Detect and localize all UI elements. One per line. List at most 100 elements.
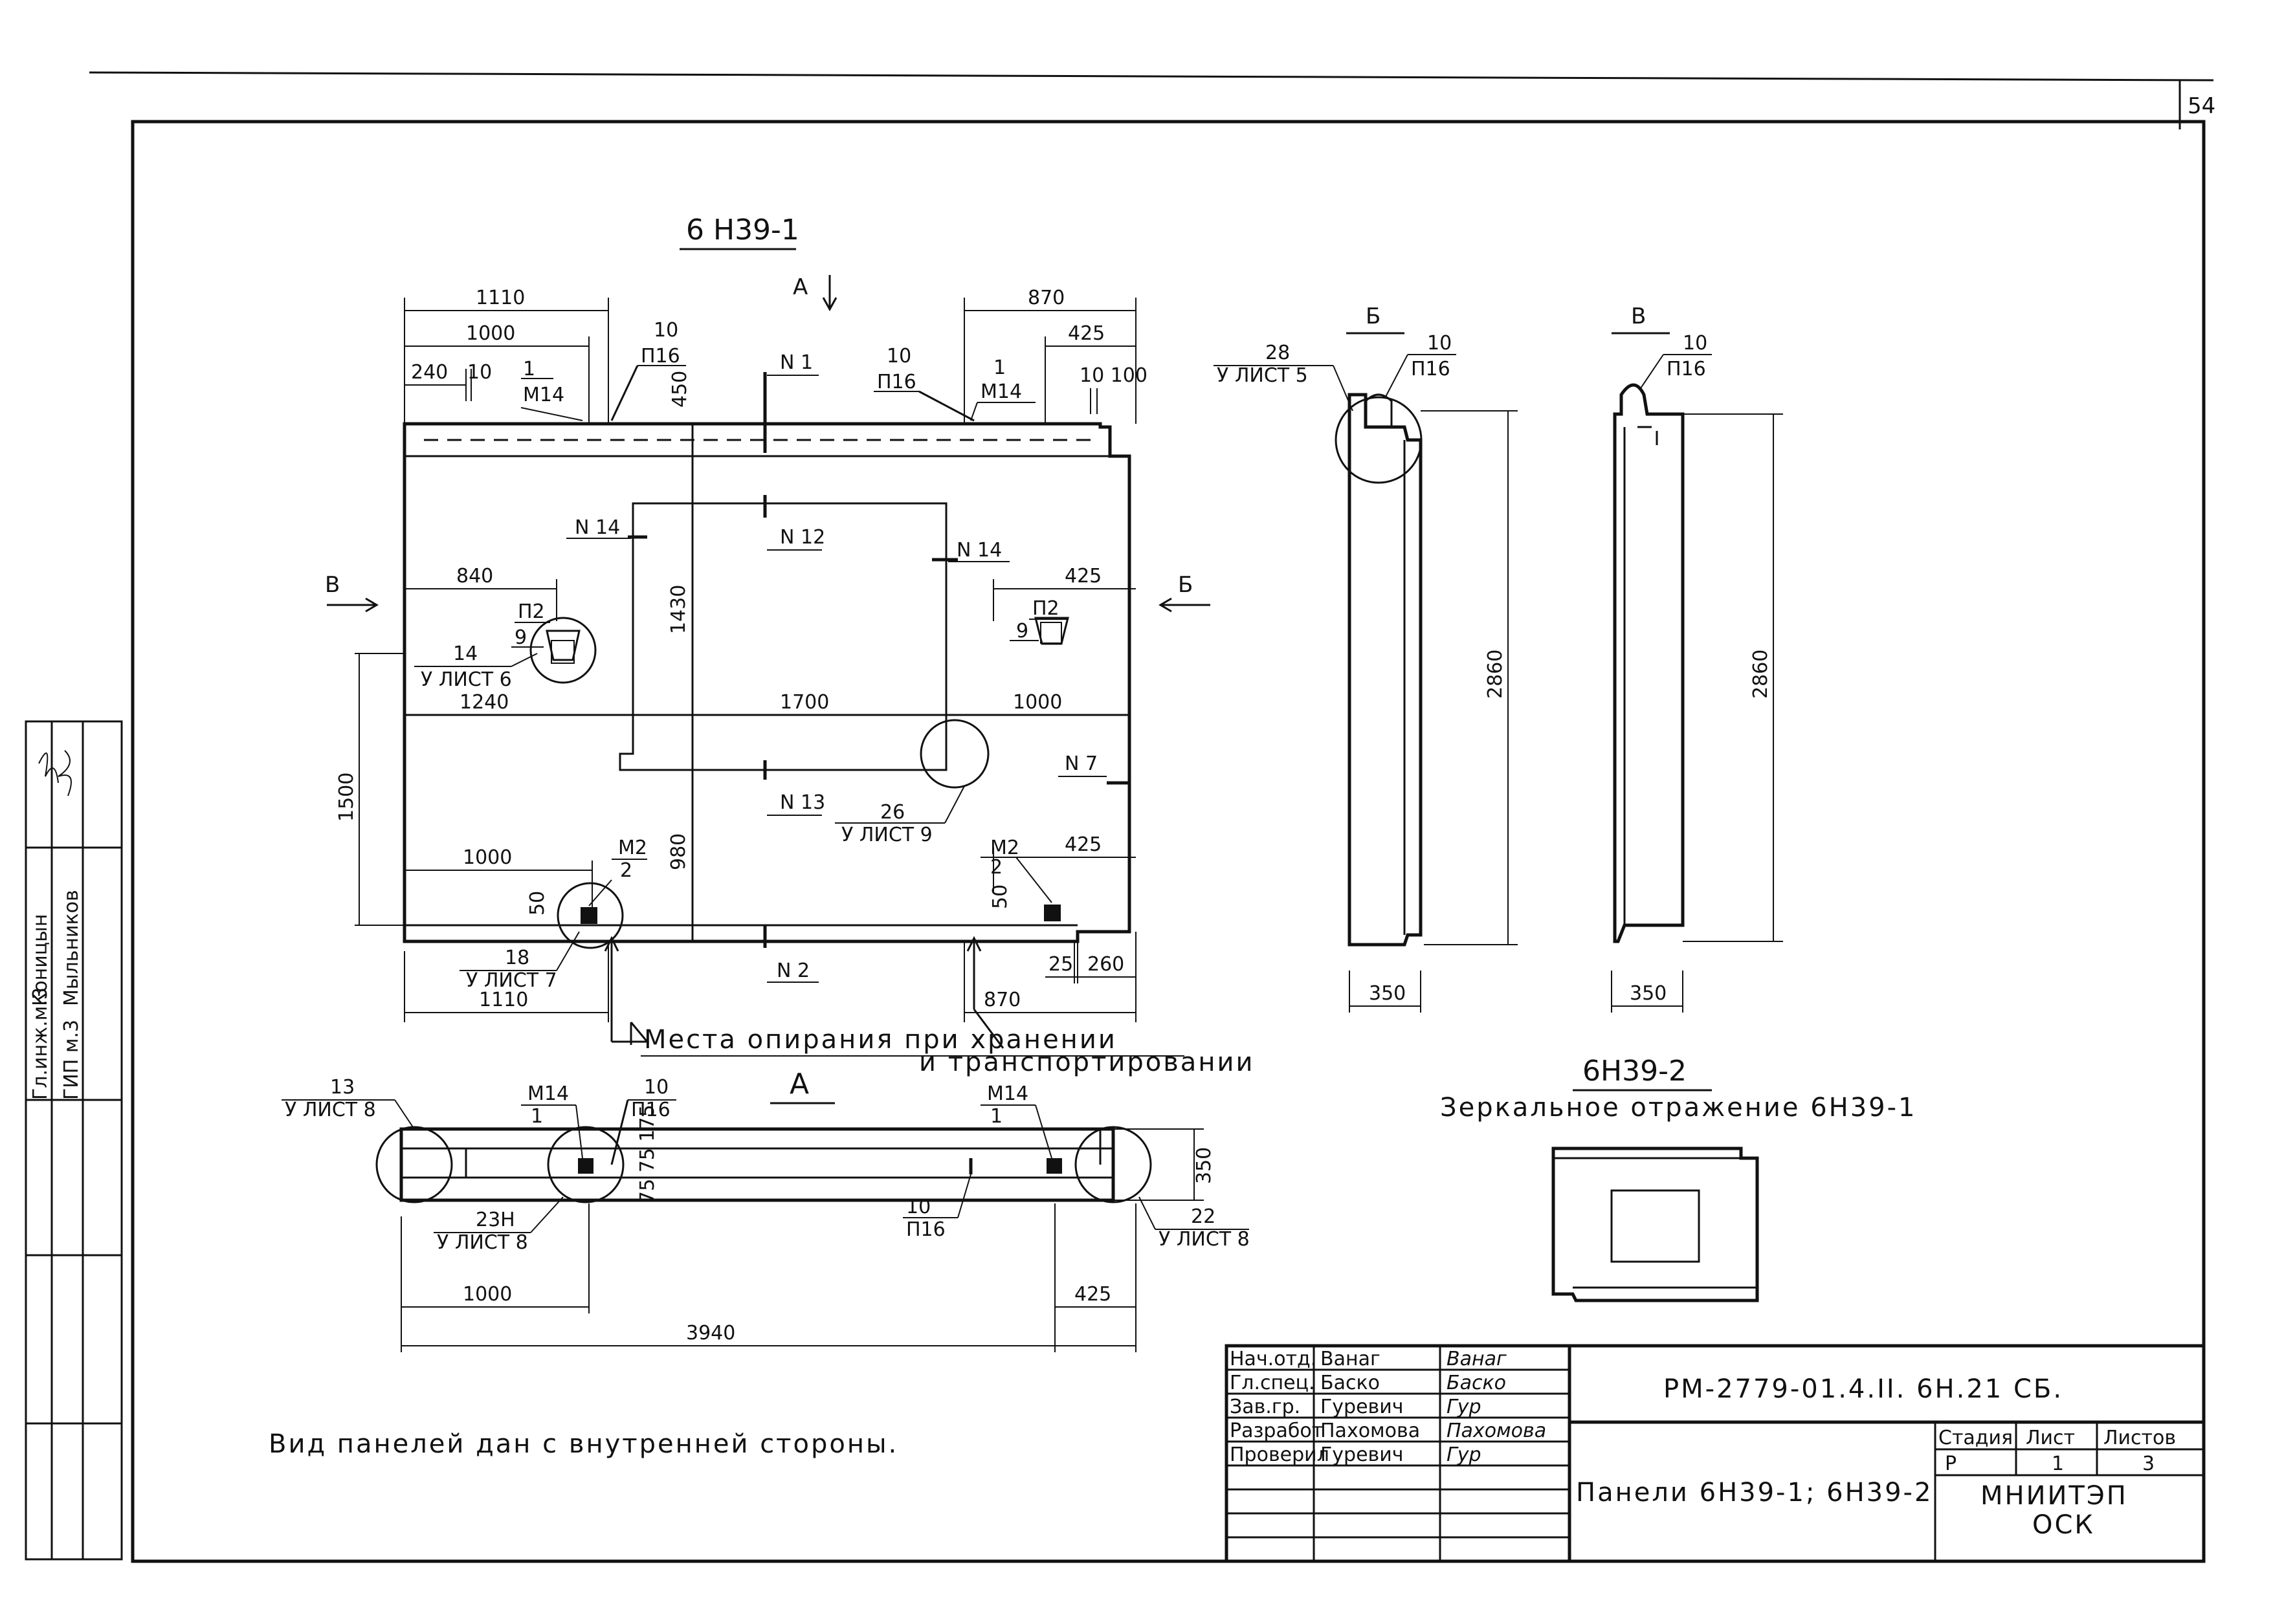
detail-circle-23n: [547, 1126, 625, 1203]
tb-drawing-title: Панели 6Н39-1; 6Н39-2: [1576, 1478, 1933, 1508]
callout-p16-left: П16: [641, 345, 680, 368]
callout-9-left: 9: [515, 626, 527, 649]
dim-1110-bot: 1110: [479, 989, 528, 1011]
view-b-detail-circle: [1335, 396, 1423, 484]
section-a-anchor-right: [1047, 1158, 1062, 1174]
left-stamp: Гл.инж.м.3 Коницын ГИП м.3 Мыльников: [25, 720, 123, 1561]
dim-1000-top: 1000: [466, 322, 515, 345]
view-v-dim-2860: 2860: [1749, 650, 1772, 699]
section-a-10: 10: [644, 1076, 669, 1099]
stamp-name-1: Коницын: [29, 914, 52, 1007]
section-a-sheet8-c: У ЛИСТ 8: [1159, 1228, 1250, 1251]
dim-1110-top: 1110: [476, 287, 525, 309]
mirror-title: 6Н39-2: [1582, 1055, 1687, 1088]
callout-sheet7: У ЛИСТ 7: [466, 969, 557, 992]
section-a-marker: А: [793, 274, 808, 300]
detail-circle-6: [529, 617, 597, 684]
title-block: Нач.отд. Ванаг Ванаг Гл.спец. Баско Баск…: [1225, 1344, 2206, 1563]
callout-m2-right: М2: [990, 837, 1019, 859]
detail-circle-9: [920, 719, 990, 789]
stamp-role-1: Гл.инж.м.3: [29, 987, 52, 1100]
mirror-panel: 6Н39-2 Зеркальное отражение 6Н39-1: [1440, 1055, 1917, 1302]
section-a-1-left: 1: [531, 1105, 543, 1128]
dim-240: 240: [411, 361, 448, 384]
view-b-sheet5: У ЛИСТ 5: [1217, 364, 1308, 387]
anchor-left: [581, 907, 597, 924]
tb-sign-3: Гур: [1447, 1396, 1481, 1418]
main-view: 6 Н39-1 А 1110 1000 240 10 1 М: [325, 214, 1254, 1077]
n13-label: N 13: [780, 791, 825, 814]
n7-label: N 7: [1065, 752, 1098, 775]
callout-1-right: 1: [993, 357, 1006, 379]
tb-stage-label: Стадия: [1938, 1427, 2013, 1449]
page-number: 54: [2188, 93, 2215, 119]
view-b-28: 28: [1265, 342, 1290, 364]
tb-role-2: Гл.спец.: [1230, 1372, 1315, 1394]
dim-425-top: 425: [1068, 322, 1105, 345]
tb-sheet-label: Лист: [2026, 1427, 2075, 1449]
n12-label: N 12: [780, 526, 825, 549]
callout-2-right: 2: [990, 856, 1003, 879]
section-a-title: А: [790, 1068, 809, 1101]
tb-role-1: Нач.отд.: [1230, 1348, 1316, 1370]
callout-10-left: 10: [654, 319, 678, 342]
callout-26: 26: [880, 801, 905, 824]
callout-1-left: 1: [523, 358, 535, 380]
drawing-frame: [131, 120, 2206, 1563]
view-b-dim-350: 350: [1369, 982, 1406, 1005]
section-a-m14-left: М14: [527, 1082, 569, 1105]
view-b-dim-2860: 2860: [1484, 650, 1507, 699]
section-a-p16-bot: П16: [906, 1218, 946, 1241]
dim-870-bot: 870: [984, 989, 1021, 1011]
view-v-outline: [1613, 383, 1685, 943]
callout-p2-right: П2: [1032, 597, 1059, 620]
tb-org-line1: МНИИТЭП: [1980, 1481, 2128, 1511]
view-v-dim-350: 350: [1630, 982, 1667, 1005]
anchor-right: [1044, 905, 1061, 921]
section-a-callout-13: 13: [330, 1076, 355, 1099]
n1-label: N 1: [780, 351, 813, 374]
section-a-1-right: 1: [990, 1105, 1003, 1128]
tb-role-5: Проверил: [1230, 1443, 1329, 1466]
callout-p2-left: П2: [518, 600, 545, 623]
dim-1430: 1430: [667, 585, 690, 634]
tb-name-1: Ванаг: [1320, 1348, 1380, 1370]
callout-p16-right: П16: [877, 371, 916, 393]
tb-name-4: Пахомова: [1320, 1420, 1420, 1442]
tb-stage: Р: [1945, 1453, 1957, 1475]
callout-9-right: 9: [1016, 620, 1028, 642]
section-a-outline: [399, 1127, 1115, 1202]
view-v-title: В: [1631, 303, 1646, 329]
n14-right-label: N 14: [957, 539, 1002, 562]
section-a-dim-3940: 3940: [686, 1322, 735, 1344]
dim-1000-mid: 1000: [1013, 691, 1062, 714]
callout-m2-left: М2: [618, 837, 647, 859]
dim-1700: 1700: [780, 691, 829, 714]
dim-840: 840: [456, 565, 493, 587]
dim-260: 260: [1087, 953, 1124, 976]
callout-18: 18: [505, 947, 529, 969]
tb-sign-2: Баско: [1447, 1372, 1506, 1394]
dim-1240: 1240: [460, 691, 509, 714]
view-b-left: В: [325, 572, 340, 598]
inner-side-note: Вид панелей дан с внутренней стороны.: [269, 1429, 898, 1459]
tb-sign-1: Ванаг: [1447, 1348, 1507, 1370]
tb-name-5: Гуревич: [1320, 1443, 1403, 1466]
tb-role-4: Разработ: [1230, 1420, 1323, 1442]
main-view-title: 6 Н39-1: [686, 214, 799, 247]
tb-role-3: Зав.гр.: [1230, 1396, 1300, 1418]
tb-name-2: Баско: [1320, 1372, 1380, 1394]
section-a-anchor-left: [578, 1158, 593, 1174]
tb-org-line2: ОСК: [2032, 1510, 2095, 1540]
tb-sign-4: Пахомова: [1447, 1420, 1546, 1442]
detail-circle-13: [375, 1126, 453, 1203]
callout-14: 14: [453, 642, 478, 665]
support-note-line2: и транспортировании: [919, 1048, 1254, 1077]
mirror-subtitle: Зеркальное отражение 6Н39-1: [1440, 1093, 1917, 1123]
callout-10-right: 10: [887, 345, 911, 368]
view-v-p16: П16: [1667, 358, 1706, 380]
n14-left-label: N 14: [575, 516, 620, 539]
mirror-window: [1610, 1189, 1700, 1263]
view-b: Б 28 У ЛИСТ 5 10 П16 2860 350: [1214, 303, 1518, 1013]
